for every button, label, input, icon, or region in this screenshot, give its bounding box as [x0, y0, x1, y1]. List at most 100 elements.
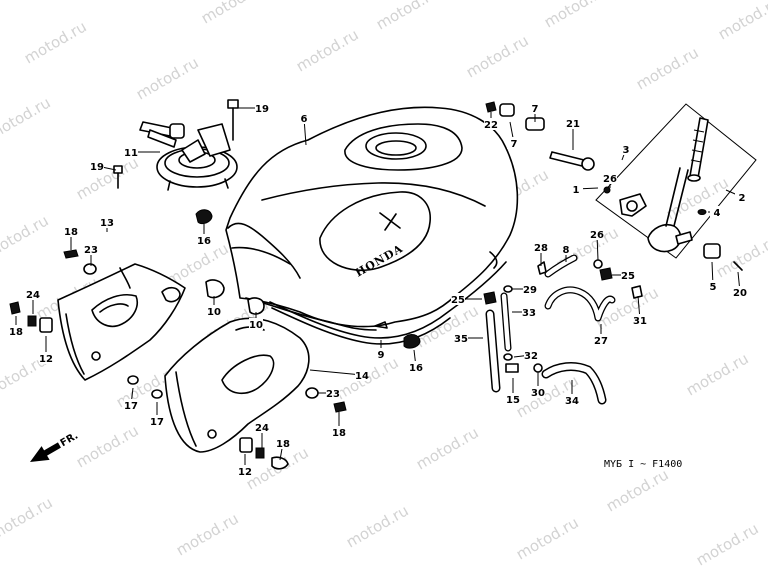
callout-number: 22 — [484, 120, 498, 131]
callout-backing — [9, 325, 23, 337]
callout-10: 10 — [249, 312, 263, 331]
breather-hose-8 — [544, 254, 578, 278]
callout-15: 15 — [506, 378, 520, 406]
callout-number: 13 — [100, 218, 114, 229]
callout-18: 18 — [9, 316, 23, 338]
callout-number: 18 — [64, 227, 78, 238]
right-side-cover — [164, 317, 310, 453]
callout-backing — [528, 102, 542, 114]
callout-backing — [590, 228, 604, 240]
left-side-cover — [57, 263, 186, 381]
watermark-text: motod.ru — [541, 0, 610, 31]
callout-backing — [197, 234, 211, 246]
watermark-text: motod.ru — [633, 43, 702, 93]
callout-backing — [621, 269, 635, 281]
callout-26: 26 — [590, 228, 604, 261]
watermark-text: motod.ru — [173, 509, 242, 559]
breather-hose-35 — [485, 309, 501, 393]
callout-number: 26 — [603, 174, 617, 185]
callout-number: 18 — [9, 327, 23, 338]
watermark-text: motod.ru — [73, 421, 142, 471]
callout-number: 10 — [207, 307, 221, 318]
fuel-tank — [225, 106, 519, 331]
callout-number: 29 — [523, 285, 537, 296]
hardware-group — [9, 101, 743, 470]
callout-21: 21 — [566, 117, 580, 150]
callout-number: 3 — [623, 145, 630, 156]
callout-number: 19 — [255, 104, 269, 115]
callout-30: 30 — [531, 372, 545, 399]
callout-31: 31 — [633, 295, 647, 327]
watermark-text: motod.ru — [413, 423, 482, 473]
watermark-text: motod.ru — [0, 493, 56, 543]
watermark-text: motod.ru — [373, 0, 442, 33]
callout-backing — [566, 117, 580, 129]
callout-number: 33 — [522, 308, 536, 319]
callout-35: 35 — [454, 332, 483, 345]
callout-number: 7 — [532, 104, 539, 115]
callout-backing — [484, 118, 498, 130]
callout-16: 16 — [197, 224, 211, 247]
callout-33: 33 — [512, 306, 536, 319]
callout-number: 35 — [454, 334, 468, 345]
fuel-filler-cap — [156, 123, 238, 191]
callout-2: 2 — [725, 189, 749, 204]
callout-backing — [297, 112, 311, 124]
callout-number: 21 — [566, 119, 580, 130]
diagram-code: MYБ I ~ F1400 — [604, 459, 682, 470]
callout-25: 25 — [451, 293, 482, 306]
callout-16: 16 — [409, 349, 423, 374]
callout-28: 28 — [534, 241, 548, 266]
callout-backing — [531, 386, 545, 398]
callout-backing — [523, 283, 537, 295]
callout-number: 4 — [714, 208, 721, 219]
callout-backing — [238, 465, 252, 477]
fuel-cock — [619, 167, 693, 253]
callout-32: 32 — [513, 349, 538, 362]
callout-backing — [565, 394, 579, 406]
callout-backing — [100, 216, 114, 228]
callout-backing — [534, 241, 548, 253]
callout-number: 25 — [451, 295, 465, 306]
callout-backing — [326, 387, 340, 399]
callout-number: 9 — [378, 350, 385, 361]
watermark-text: motod.ru — [0, 93, 54, 143]
callout-backing — [26, 288, 40, 300]
callout-1: 1 — [569, 183, 599, 196]
watermark-text: motod.ru — [513, 513, 582, 563]
callout-backing — [507, 137, 521, 149]
watermark-text: motod.ru — [715, 0, 768, 43]
callout-number: 14 — [355, 371, 369, 382]
callout-number: 24 — [26, 290, 40, 301]
callout-number: 24 — [255, 423, 269, 434]
callout-14: 14 — [309, 369, 369, 382]
callout-backing — [332, 426, 346, 438]
watermark-text: motod.ru — [343, 501, 412, 551]
callout-17: 17 — [124, 387, 138, 412]
watermark-text: motod.ru — [463, 31, 532, 81]
callout-number: 7 — [511, 139, 518, 150]
callout-backing — [255, 421, 269, 433]
callout-10: 10 — [207, 296, 221, 318]
callout-number: 8 — [563, 245, 570, 256]
ignition-key — [139, 121, 185, 148]
callout-backing — [569, 183, 583, 195]
callout-number: 12 — [39, 354, 53, 365]
callout-backing — [255, 102, 269, 114]
watermark-text: motod.ru — [21, 17, 90, 67]
watermark-text: motod.ru — [713, 231, 768, 281]
callout-24: 24 — [255, 421, 269, 448]
callout-18: 18 — [64, 225, 78, 250]
callout-number: 30 — [531, 388, 545, 399]
callout-backing — [90, 160, 104, 172]
callout-26: 26 — [603, 172, 617, 188]
callout-backing — [559, 243, 573, 255]
callout-number: 18 — [332, 428, 346, 439]
callout-backing — [64, 225, 78, 237]
callout-number: 31 — [633, 316, 647, 327]
watermark-text: motod.ru — [293, 25, 362, 75]
fuel-hose-27 — [544, 286, 616, 322]
callout-backing — [522, 306, 536, 318]
callout-backing — [619, 143, 633, 155]
drain-hose-33 — [500, 292, 512, 352]
